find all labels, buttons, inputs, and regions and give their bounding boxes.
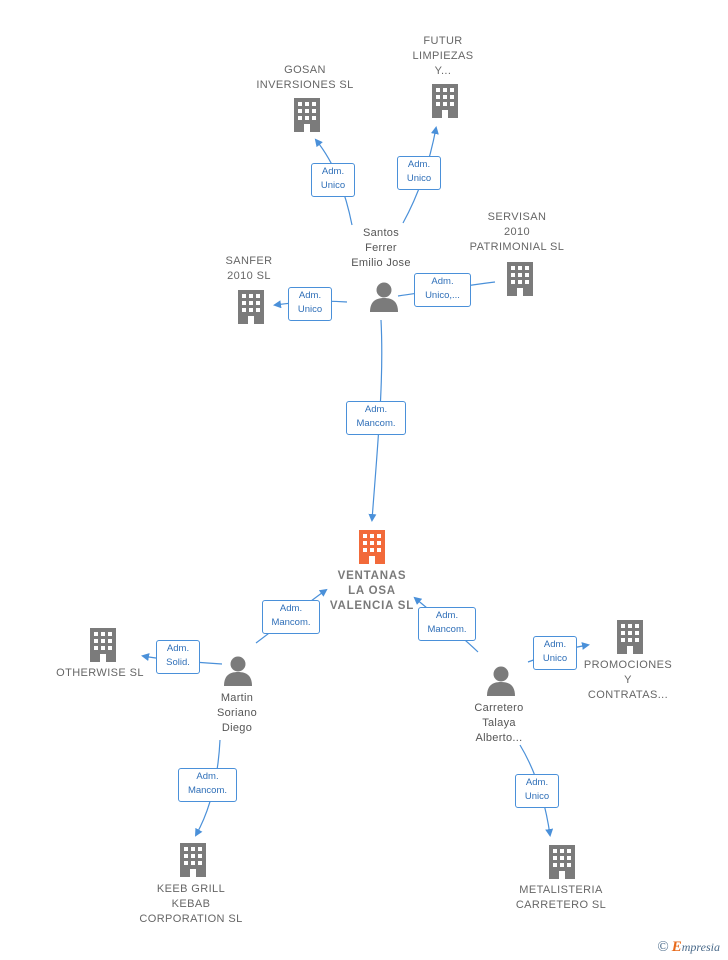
metalisteria-company-label[interactable]: METALISTERIA CARRETERO SL bbox=[515, 884, 607, 911]
sanfer-company-label[interactable]: SANFER 2010 SL bbox=[225, 255, 273, 282]
main-company-label[interactable]: VENTANAS LA OSA VALENCIA SL bbox=[329, 570, 415, 612]
gosan-company-label[interactable]: GOSAN INVERSIONES SL bbox=[256, 64, 354, 91]
carretero-person-label[interactable]: Carretero Talaya Alberto... bbox=[474, 702, 524, 744]
edge-label-santos-main: Adm. Mancom. bbox=[346, 401, 406, 435]
promociones-company-label[interactable]: PROMOCIONES Y CONTRATAS... bbox=[583, 659, 673, 701]
gosan-building-icon[interactable] bbox=[294, 98, 320, 132]
santos-person-icon[interactable] bbox=[370, 282, 398, 313]
otherwise-company-label[interactable]: OTHERWISE SL bbox=[56, 667, 144, 679]
martin-person-label[interactable]: Martin Soriano Diego bbox=[216, 692, 257, 734]
copyright-icon: © bbox=[657, 939, 669, 955]
servisan-building-icon[interactable] bbox=[507, 262, 533, 296]
futur-building-icon[interactable] bbox=[432, 84, 458, 118]
empresia-logo-text: mpresia bbox=[681, 940, 720, 954]
empresia-watermark: © Empresia bbox=[657, 939, 720, 956]
carretero-person-icon[interactable] bbox=[487, 666, 515, 697]
empresia-logo-initial: E bbox=[671, 939, 682, 955]
santos-person-label[interactable]: Santos Ferrer Emilio Jose bbox=[351, 227, 411, 269]
otherwise-building-icon[interactable] bbox=[90, 628, 116, 662]
edge-label-santos-servisan: Adm. Unico,... bbox=[414, 273, 471, 307]
edge-label-martin-otherwise: Adm. Solid. bbox=[156, 640, 200, 674]
edge-label-carretero-main: Adm. Mancom. bbox=[418, 607, 476, 641]
keeb-company-label[interactable]: KEEB GRILL KEBAB CORPORATION SL bbox=[139, 883, 243, 925]
edge-label-martin-keeb: Adm. Mancom. bbox=[178, 768, 237, 802]
metalisteria-building-icon[interactable] bbox=[549, 845, 575, 879]
futur-company-label[interactable]: FUTUR LIMPIEZAS Y... bbox=[412, 35, 474, 77]
promociones-building-icon[interactable] bbox=[617, 620, 643, 654]
servisan-company-label[interactable]: SERVISAN 2010 PATRIMONIAL SL bbox=[469, 211, 565, 253]
main-company-building-icon[interactable] bbox=[359, 530, 385, 564]
edge-label-carretero-metalisteria: Adm. Unico bbox=[515, 774, 559, 808]
sanfer-building-icon[interactable] bbox=[238, 290, 264, 324]
edge-label-martin-main: Adm. Mancom. bbox=[262, 600, 320, 634]
edge-label-carretero-promociones: Adm. Unico bbox=[533, 636, 577, 670]
edge-label-santos-gosan: Adm. Unico bbox=[311, 163, 355, 197]
edge-label-santos-futur: Adm. Unico bbox=[397, 156, 441, 190]
keeb-building-icon[interactable] bbox=[180, 843, 206, 877]
edge-label-santos-sanfer: Adm. Unico bbox=[288, 287, 332, 321]
martin-person-icon[interactable] bbox=[224, 656, 252, 687]
